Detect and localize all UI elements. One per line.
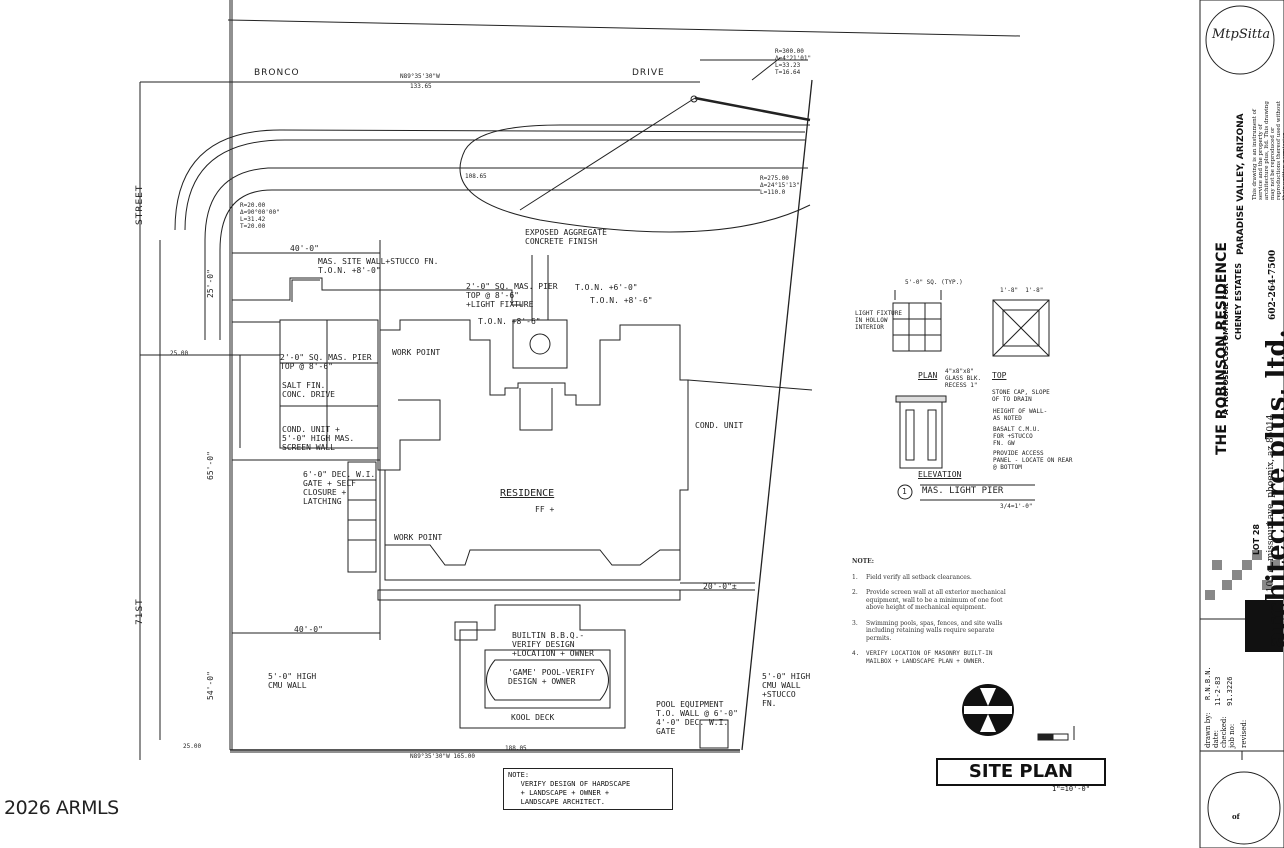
architect-signature: MtpSitta <box>1212 27 1271 42</box>
street-name-drive: DRIVE <box>632 68 665 78</box>
detail-title: MAS. LIGHT PIER <box>922 486 1004 496</box>
note-number: 2. <box>852 589 858 596</box>
revised-label: revised: <box>1240 719 1248 748</box>
distance-25-left: 25.00 <box>170 350 189 357</box>
dim-54: 54'-0" <box>206 671 215 700</box>
label-pool-equipment: POOL EQUIPMENT T.O. WALL @ 6'-0" <box>656 700 738 718</box>
detail-scale: 3/4=1'-0" <box>1000 503 1033 510</box>
label-kool-deck: KOOL DECK <box>511 713 555 722</box>
curve-data-top-right: R=300.00 Δ=4°21'01" L=33.23 T=16.64 <box>775 48 812 76</box>
label-mas-pier: 2'-0" SQ. MAS. PIER TOP @ 8'-6" +LIGHT F… <box>466 282 558 309</box>
detail-height-of-wall: HEIGHT OF WALL- AS NOTED <box>993 408 1048 422</box>
drawn-by-value: R.N.B.N. <box>1204 666 1212 700</box>
detail-elevation-label: ELEVATION <box>918 470 962 479</box>
label-residence-ff: FF + <box>535 505 555 514</box>
site-plan-title: SITE PLAN <box>936 758 1106 786</box>
label-cond-unit-right: COND. UNIT <box>695 421 744 430</box>
project-location: PARADISE VALLEY, ARIZONA <box>1236 113 1246 255</box>
firm-address: 1103 e. missouri ave. phoenix, az 85014 <box>1266 414 1276 598</box>
general-notes: NOTE: 1. Field verify all setback clearan… <box>852 558 1012 673</box>
label-high-wall-right: 5'-0" HIGH CMU WALL +STUCCO FN. <box>762 672 811 708</box>
curve-data-right: R=275.00 Δ=24°15'13" L=110.0 <box>760 175 800 196</box>
label-cond-unit-left: COND. UNIT + 5'-0" HIGH MAS. SCREEN WALL <box>282 425 355 452</box>
distance-25-bottom: 25.00 <box>183 743 202 750</box>
checked-label: checked: <box>1220 716 1228 748</box>
note-item: 3. Swimming pools, spas, fences, and site… <box>852 620 1012 643</box>
label-work-point-bottom: WORK POINT <box>394 533 443 542</box>
detail-precast: PROVIDE ACCESS PANEL - LOCATE ON REAR @ … <box>993 450 1073 471</box>
note-text: Provide screen wall at all exterior mech… <box>866 589 1006 611</box>
detail-title-number: 1 <box>902 487 907 496</box>
detail-light-fixture: LIGHT FIXTURE IN HOLLOW INTERIOR <box>855 310 902 331</box>
street-name-street: STREET <box>135 184 145 225</box>
drawn-by-label: drawn by: <box>1204 712 1212 748</box>
date-label: date: <box>1212 730 1220 748</box>
hardscape-note: NOTE: VERIFY DESIGN OF HARDSCAPE + LANDS… <box>503 768 673 810</box>
label-mas-site-wall: MAS. SITE WALL+STUCCO FN. T.O.N. +8'-0" <box>318 257 439 275</box>
note-text: VERIFY LOCATION OF MASONRY BUILT-IN MAIL… <box>866 650 993 665</box>
detail-basalt: BASALT C.M.U. FOR +STUCCO FN. GW <box>993 426 1040 447</box>
job-no-label: job no: <box>1228 723 1236 748</box>
label-gate: 6'-0" DEC. W.I. GATE + SELF CLOSURE + LA… <box>303 470 376 506</box>
label-builtin-bbq: BUILTIN B.B.Q.- VERIFY DESIGN +LOCATION … <box>512 631 594 658</box>
label-work-point-top: WORK POINT <box>392 348 441 357</box>
street-name-71st: 71ST <box>135 598 145 625</box>
label-residence: RESIDENCE <box>500 488 555 499</box>
label-high-wall-left: 5'-0" HIGH CMU WALL <box>268 672 317 690</box>
project-estates: CHENEY ESTATES <box>1234 262 1243 340</box>
detail-plan-label: PLAN <box>918 371 938 380</box>
site-plan-scale: 1"=10'-0" <box>1052 785 1090 793</box>
detail-plan-note: 4"x8"x8" GLASS BLK. RECESS 1" <box>945 368 982 389</box>
dim-25: 25'-0" <box>206 269 215 298</box>
bearing-bottom: N89°35'30"W 165.00 <box>410 753 476 760</box>
dim-40-top: 40'-0" <box>290 244 319 253</box>
armls-watermark: 2026 ARMLS <box>4 797 119 819</box>
label-game-pool: 'GAME' POOL-VERIFY DESIGN + OWNER <box>508 668 595 686</box>
label-dec-gate: 4'-0" DEC. W.I. GATE <box>656 718 729 736</box>
distance-bottom: 188.05 <box>505 745 527 752</box>
note-item: 2. Provide screen wall at all exterior me… <box>852 589 1012 612</box>
note-number: 4. <box>852 650 860 657</box>
dim-40-bottom: 40'-0" <box>294 625 323 634</box>
detail-stone-cap: STONE CAP, SLOPE OF TO DRAIN <box>992 389 1050 403</box>
note-number: 3. <box>852 619 858 627</box>
distance-top: 133.65 <box>410 83 432 90</box>
label-ton-8: T.O.N. +8'-6" <box>590 296 653 305</box>
detail-dims-top: 5'-0" SQ. (TYP.) <box>905 279 963 286</box>
bearing-top: N89°35'30"W <box>400 73 440 80</box>
label-exposed-aggregate: EXPOSED AGGREGATE CONCRETE FINISH <box>525 228 607 246</box>
label-ton-left: T.O.N. +8'-6" <box>478 317 541 326</box>
label-ton-6: T.O.N. +6'-0" <box>575 283 638 292</box>
dim-20: 20'-0"± <box>703 582 737 591</box>
note-item: 1. Field verify all setback clearances. <box>852 574 1012 582</box>
note-item: 4. VERIFY LOCATION OF MASONRY BUILT-IN MA… <box>852 650 1012 665</box>
date-value: 11-2-83 <box>1214 676 1222 706</box>
detail-top-label: TOP <box>992 371 1007 380</box>
curve-data-top-left: R=20.00 Δ=90°00'00" L=31.42 T=20.00 <box>240 202 280 230</box>
label-mas-pier-left: 2'-0" SQ. MAS. PIER TOP @ 8'-6" <box>280 353 372 371</box>
firm-phone: 602-264-7500 <box>1268 249 1278 320</box>
label-salt-fin: SALT FIN. CONC. DRIVE <box>282 381 335 399</box>
lot-number: LOT 28 <box>1252 524 1261 555</box>
notes-heading: NOTE: <box>852 558 874 565</box>
project-title: THE ROBINSON RESIDENCE <box>1214 242 1230 455</box>
note-number: 1. <box>852 573 858 581</box>
detail-dims-top-right: 1'-8" 1'-8" <box>1000 287 1044 294</box>
distance-108: 108.65 <box>465 173 487 180</box>
dim-65: 65'-0" <box>206 451 215 480</box>
copyright-notice: This drawing is an instrument of service… <box>1252 100 1284 200</box>
sheet-of: of <box>1232 812 1240 821</box>
street-name-bronco: BRONCO <box>254 68 300 78</box>
job-no-value: 91.3226 <box>1226 676 1234 706</box>
note-text: Field verify all setback clearances. <box>866 573 972 581</box>
note-text: Swimming pools, spas, fences, and site w… <box>866 619 1003 642</box>
